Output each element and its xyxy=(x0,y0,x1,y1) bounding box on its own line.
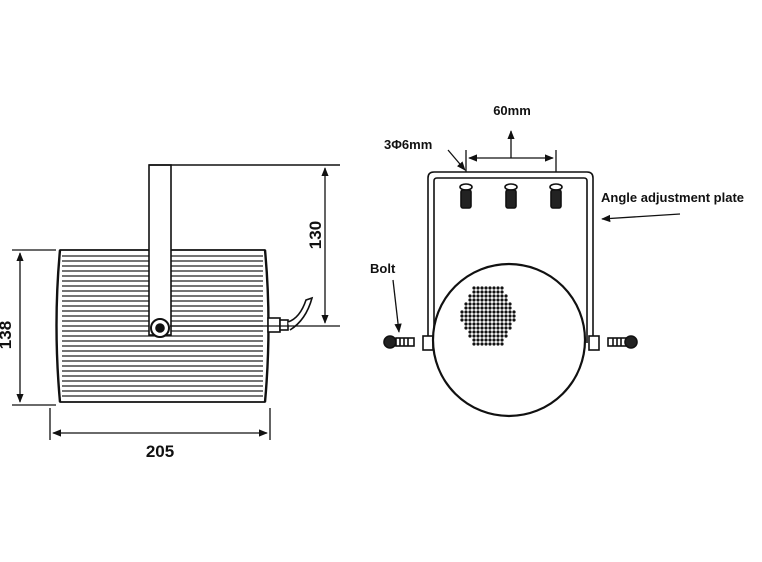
cable-gland xyxy=(267,296,314,333)
height-dimension-line xyxy=(12,249,56,406)
width-dimension-label: 205 xyxy=(146,442,174,461)
speaker-grille xyxy=(460,286,516,346)
plate-leader xyxy=(601,213,681,223)
hole-spec-leader xyxy=(447,149,466,171)
mounting-screw-3 xyxy=(549,183,563,209)
bracket-dimension-line xyxy=(170,167,340,327)
hole-spec-label: 3Φ6mm xyxy=(384,137,432,152)
front-view xyxy=(383,130,681,418)
angle-adjustment-plate xyxy=(422,171,600,351)
mounting-screw-1 xyxy=(459,183,473,209)
bolt-right xyxy=(607,335,638,349)
bolt-left xyxy=(383,335,415,349)
bolt-label: Bolt xyxy=(370,261,396,276)
speaker-front-circle xyxy=(431,262,587,418)
hole-spacing-label: 60mm xyxy=(493,103,531,118)
height-dimension-label: 138 xyxy=(0,321,15,349)
bolt-leader xyxy=(392,279,402,333)
angle-adjustment-plate-label: Angle adjustment plate xyxy=(601,190,744,205)
bracket-dimension-label: 130 xyxy=(306,221,325,249)
mounting-screws xyxy=(459,183,563,209)
width-dimension-line xyxy=(49,408,271,440)
side-view xyxy=(12,164,340,440)
mounting-bracket xyxy=(148,164,340,338)
mounting-screw-2 xyxy=(504,183,518,209)
hole-spacing-dimension-line xyxy=(465,130,557,172)
